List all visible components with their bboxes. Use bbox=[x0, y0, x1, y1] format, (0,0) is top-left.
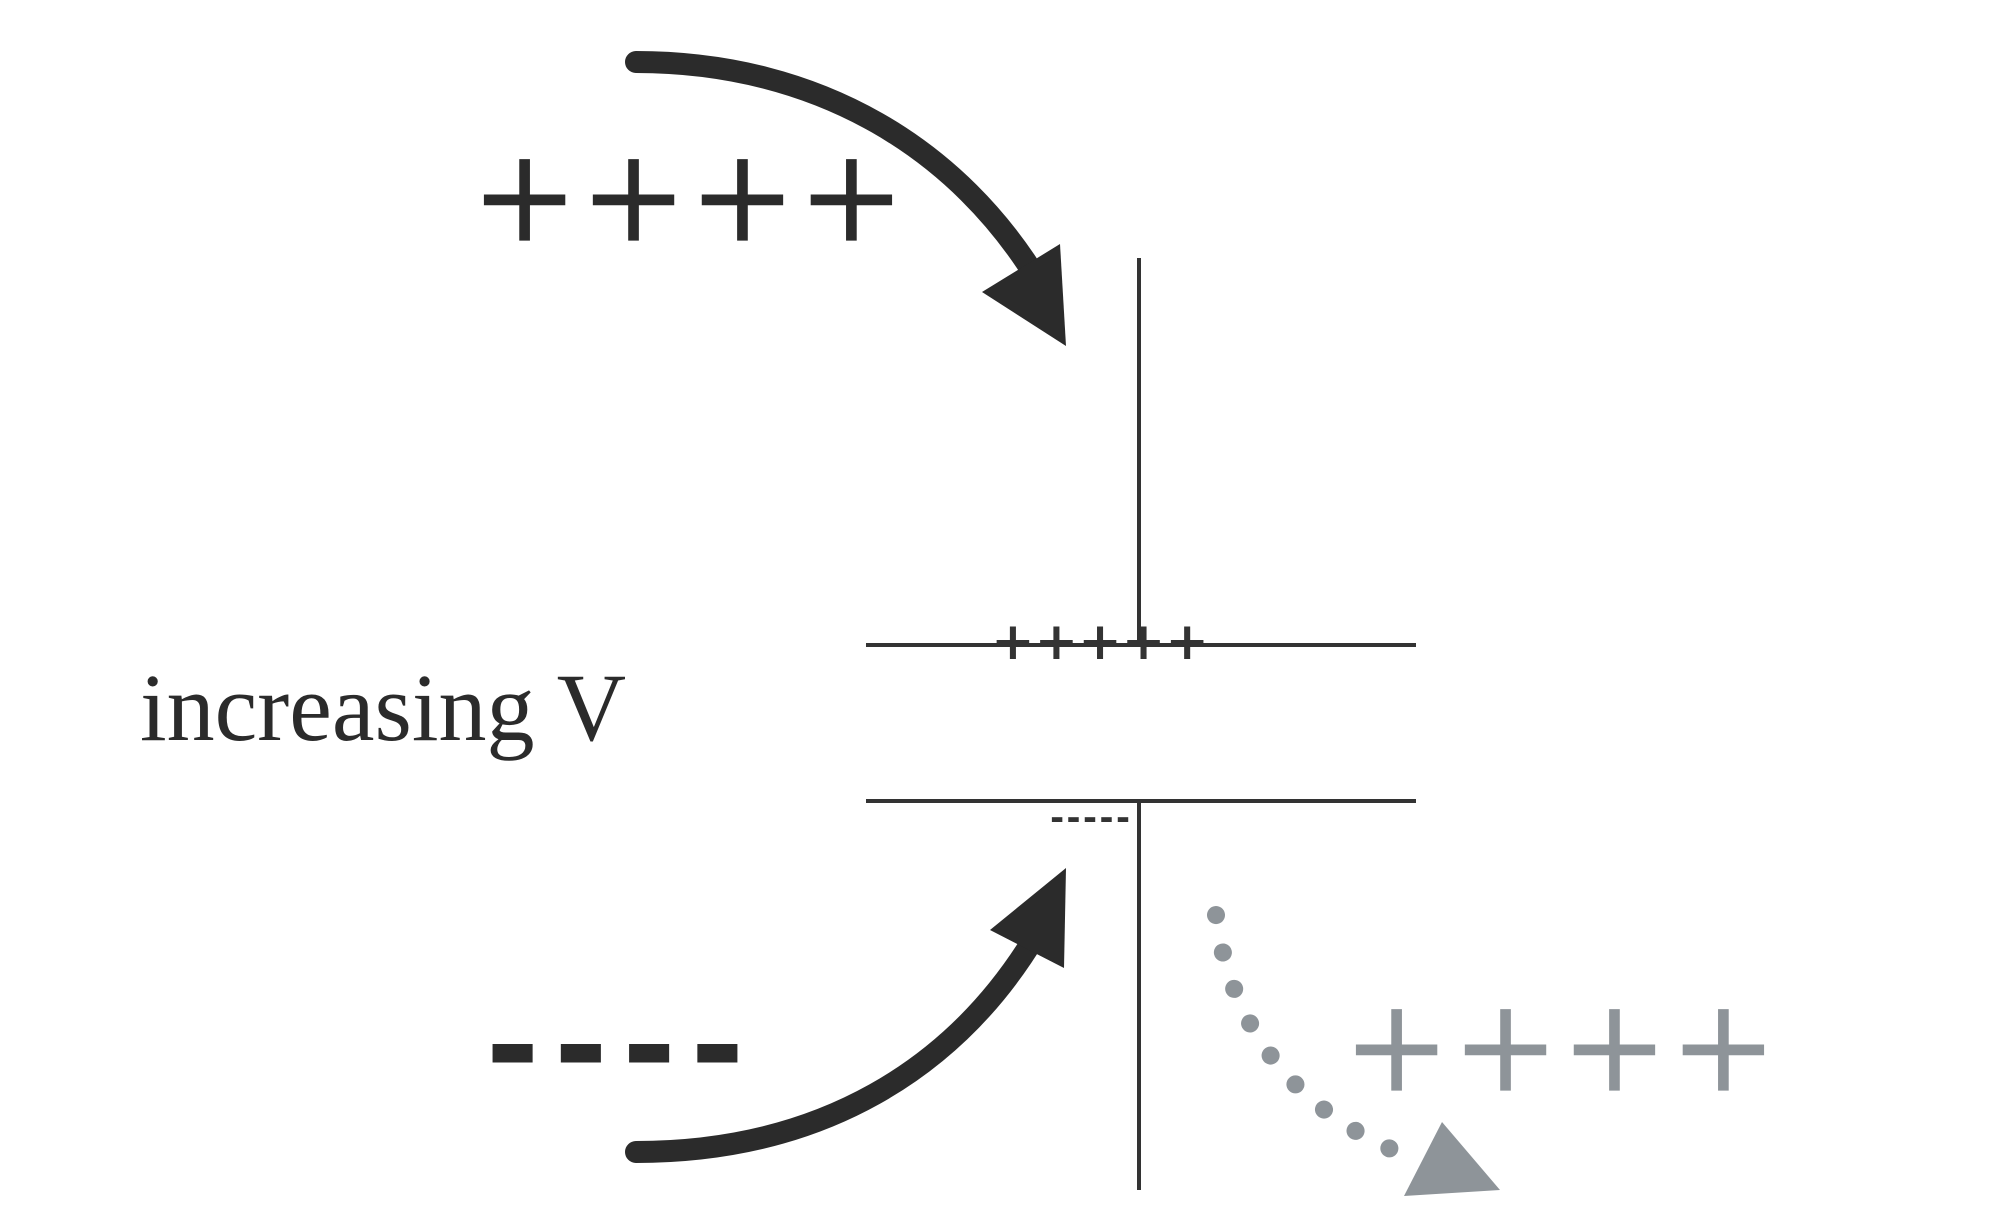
incoming-positive-arrow-shaft bbox=[625, 51, 1051, 295]
leakage-arrow-shaft bbox=[1207, 906, 1427, 1169]
incoming-positive-arrowhead bbox=[982, 244, 1066, 346]
increasing-v-label: increasing V bbox=[140, 654, 626, 761]
incoming-positive-charges: ++++ bbox=[470, 120, 906, 272]
leakage-arrowhead bbox=[1404, 1122, 1500, 1196]
top-plate-charges: +++++ bbox=[991, 612, 1209, 672]
incoming-negative-charges-text: ---- bbox=[473, 970, 746, 1122]
bottom-plate-charges: ----- bbox=[1047, 799, 1129, 839]
incoming-negative-charges: ---- bbox=[473, 970, 756, 1122]
incoming-negative-arrowhead bbox=[990, 868, 1066, 968]
outgoing-positive-charges: ++++ bbox=[1342, 970, 1778, 1122]
incoming-negative-arrow-shaft bbox=[625, 924, 1047, 1163]
